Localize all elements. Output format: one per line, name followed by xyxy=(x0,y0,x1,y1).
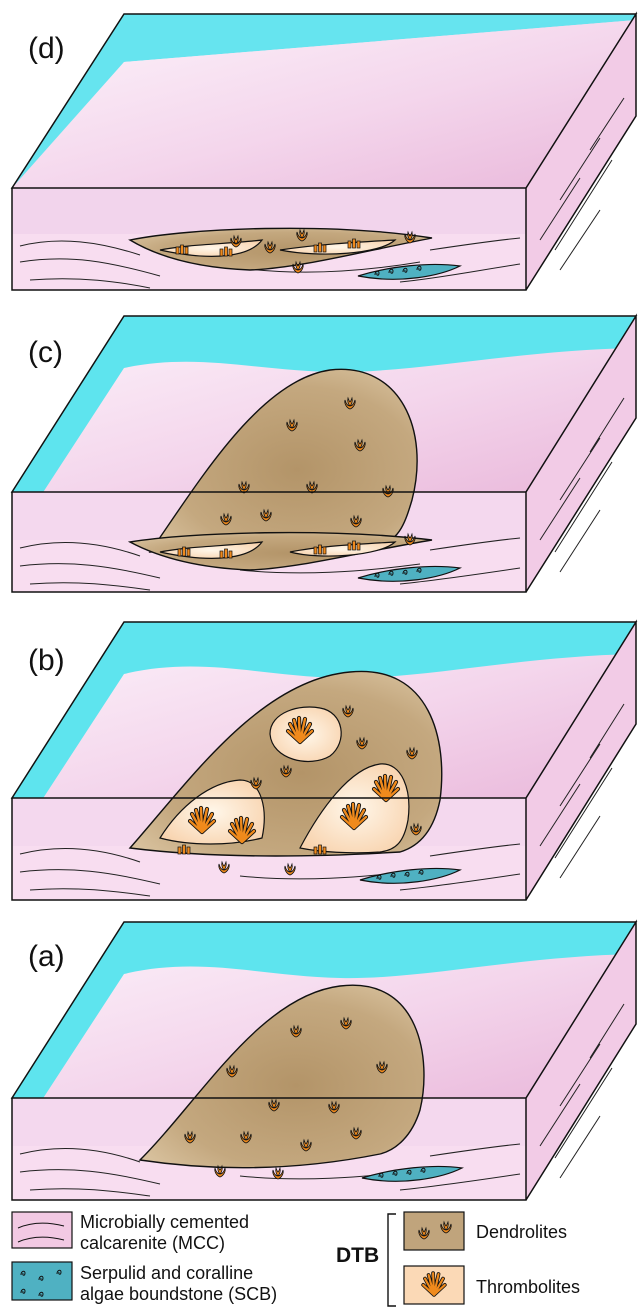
scb-swatch xyxy=(12,1262,72,1300)
legend: Microbially cemented calcarenite (MCC) S… xyxy=(12,1212,580,1306)
legend-dtb: DTB xyxy=(336,1244,379,1267)
panel-label-c: (c) xyxy=(28,336,63,369)
legend-scb-line1: Serpulid and coralline xyxy=(80,1263,253,1283)
mcc-swatch xyxy=(12,1212,72,1248)
panel-a: (a) xyxy=(12,922,636,1200)
dendrolites-swatch xyxy=(404,1212,464,1250)
panel-label-b: (b) xyxy=(28,644,65,677)
panel-label-a: (a) xyxy=(28,940,65,973)
panel-d: (d) xyxy=(12,14,636,290)
panel-c: (c) xyxy=(12,316,636,592)
legend-mcc-line2: calcarenite (MCC) xyxy=(80,1233,225,1253)
legend-thrombolites: Thrombolites xyxy=(476,1277,580,1297)
legend-dendrolites: Dendrolites xyxy=(476,1222,567,1242)
panel-label-d: (d) xyxy=(28,32,65,65)
panel-b: (b) xyxy=(12,622,636,900)
dtb-bracket xyxy=(388,1214,396,1306)
legend-mcc-line1: Microbially cemented xyxy=(80,1212,249,1232)
legend-scb-line2: algae boundstone (SCB) xyxy=(80,1284,277,1304)
